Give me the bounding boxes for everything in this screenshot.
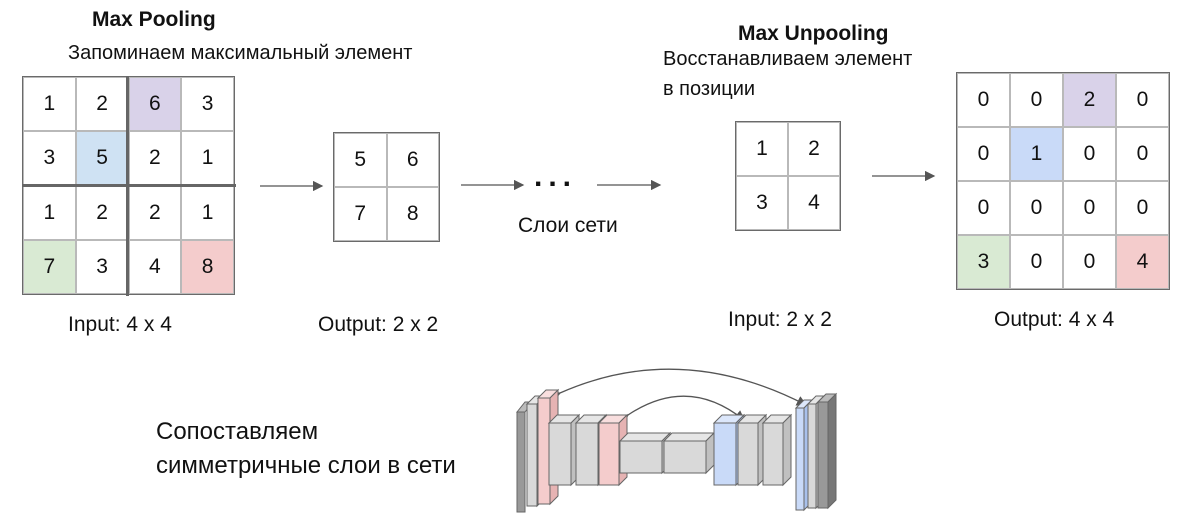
skip-connection-outer — [549, 368, 808, 406]
grid-cell-highlight: 2 — [1063, 73, 1116, 127]
ellipsis: ... — [534, 160, 578, 193]
unpooling-input-label: Input: 2 x 2 — [728, 308, 832, 331]
max-pooling-subtitle: Запоминаем максимальный элемент — [68, 42, 413, 64]
grid-cell: 1 — [23, 77, 76, 132]
grid-cell: 0 — [1063, 235, 1116, 289]
max-unpooling-title: Max Unpooling — [738, 22, 889, 45]
grid-cell: 0 — [957, 73, 1010, 127]
grid-cell-highlight: 4 — [1116, 235, 1169, 289]
unpooling-output-label: Output: 4 x 4 — [994, 308, 1115, 331]
unpooling-input-grid: 1 2 3 4 — [735, 121, 841, 231]
layer-block — [736, 413, 768, 487]
layer-block-highlight — [597, 413, 629, 487]
grid-cell: 4 — [788, 176, 840, 230]
grid-cell: 0 — [1063, 181, 1116, 235]
grid-cell-highlight: 8 — [181, 239, 234, 294]
grid-cell: 8 — [386, 187, 439, 241]
pooling-output-label: Output: 2 x 2 — [318, 313, 439, 336]
grid-cell: 3 — [736, 176, 788, 230]
grid-cell: 0 — [1063, 127, 1116, 181]
grid-cell: 0 — [1116, 127, 1169, 181]
max-unpooling-subtitle-line1: Восстанавливаем элемент — [663, 48, 913, 70]
grid-cell-highlight: 5 — [75, 131, 129, 186]
grid-cell: 0 — [957, 181, 1010, 235]
layer-block — [547, 413, 581, 487]
grid-cell-highlight: 6 — [128, 77, 182, 132]
layer-block — [761, 413, 793, 487]
grid-cell: 3 — [181, 77, 234, 132]
grid-cell: 0 — [1116, 181, 1169, 235]
layer-block — [618, 431, 672, 475]
grid-cell-highlight: 1 — [1010, 127, 1063, 181]
grid-cell: 0 — [1116, 73, 1169, 127]
pooling-input-grid: 1 2 6 3 3 5 2 1 1 2 2 1 7 3 4 8 — [22, 76, 235, 295]
pooling-input-label: Input: 4 x 4 — [68, 313, 172, 336]
symmetric-caption-line1: Сопоставляем — [156, 418, 319, 445]
unpooling-output-grid: 0 0 2 0 0 1 0 0 0 0 0 0 3 0 0 4 — [956, 72, 1170, 290]
grid-cell: 5 — [334, 133, 387, 187]
max-pooling-title: Max Pooling — [92, 8, 216, 31]
grid-cell: 7 — [334, 187, 387, 241]
symmetric-caption-line2: симметричные слои в сети — [156, 452, 456, 479]
grid-cell-highlight: 7 — [23, 239, 76, 294]
layer-block — [662, 431, 716, 475]
grid-cell-highlight: 3 — [957, 235, 1010, 289]
grid-cell: 1 — [736, 122, 788, 176]
grid-cell: 0 — [957, 127, 1010, 181]
grid-cell: 0 — [1010, 73, 1063, 127]
pool-divider-horizontal — [22, 184, 236, 187]
layer-block — [515, 401, 535, 513]
layer-block — [816, 392, 838, 510]
pooling-output-grid: 5 6 7 8 — [333, 132, 440, 242]
grid-cell: 0 — [1010, 181, 1063, 235]
skip-connection-inner — [617, 395, 746, 425]
network-layers-caption: Слои сети — [518, 214, 618, 237]
max-unpooling-subtitle-line2: в позиции — [663, 78, 756, 100]
grid-cell: 0 — [1010, 235, 1063, 289]
grid-cell: 2 — [788, 122, 840, 176]
grid-cell: 6 — [386, 133, 439, 187]
